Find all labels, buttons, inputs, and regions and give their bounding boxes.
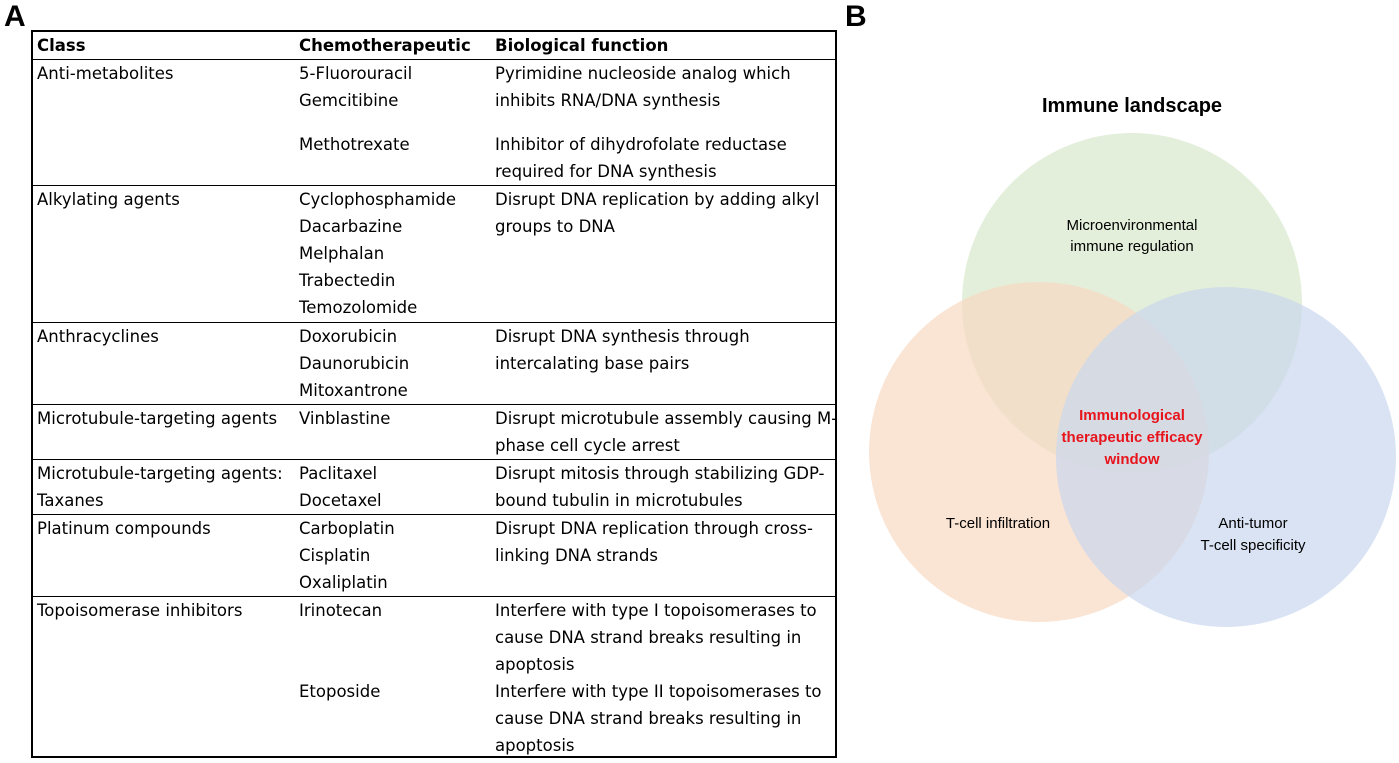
drug-cell: Paclitaxel Docetaxel	[299, 464, 382, 510]
table-row: Anti-metabolites 5-Fluorouracil Gemcitib…	[33, 60, 835, 186]
class-cell: Alkylating agents	[37, 190, 180, 209]
table-row: Alkylating agents Cyclophosphamide Dacar…	[33, 186, 835, 323]
class-cell: Topoisomerase inhibitors	[37, 601, 243, 620]
label-center-line3: window	[1104, 451, 1160, 468]
table-row: Topoisomerase inhibitors Irinotecan Etop…	[33, 597, 835, 758]
class-cell: Microtubule-targeting agents: Taxanes	[37, 464, 283, 510]
function-cell: Disrupt microtubule assembly causing M- …	[495, 409, 838, 455]
label-center-line2: therapeutic efficacy	[1062, 429, 1204, 446]
table-row: Microtubule-targeting agents: Taxanes Pa…	[33, 460, 835, 515]
header-chemotherapeutic: Chemotherapeutic	[299, 36, 471, 55]
function-cell: Disrupt DNA replication by adding alkyl …	[495, 190, 820, 236]
function-cell: Interfere with type I topoisomerases to …	[495, 601, 822, 755]
venn-diagram: Immune landscape Microenvironmental immu…	[869, 95, 1396, 627]
drug-cell: Cyclophosphamide Dacarbazine Melphalan T…	[299, 190, 456, 317]
header-class: Class	[37, 36, 86, 55]
table-row: Anthracyclines Doxorubicin Daunorubicin …	[33, 323, 835, 405]
drug-cell: 5-Fluorouracil Gemcitibine Methotrexate	[299, 64, 413, 154]
panel-label-b: B	[845, 0, 867, 33]
label-center-line1: Immunological	[1079, 407, 1185, 424]
header-biological-function: Biological function	[495, 36, 669, 55]
drug-cell: Irinotecan Etoposide	[299, 601, 383, 701]
label-microenvironmental-line2: immune regulation	[1070, 238, 1193, 255]
circle-anti-tumor-specificity	[1056, 287, 1396, 627]
function-cell: Pyrimidine nucleoside analog which inhib…	[495, 64, 791, 181]
immune-landscape-venn: Immune landscape Microenvironmental immu…	[860, 60, 1399, 640]
panel-label-a: A	[4, 0, 26, 33]
table-row: Platinum compounds Carboplatin Cisplatin…	[33, 515, 835, 597]
function-cell: Disrupt mitosis through stabilizing GDP-…	[495, 464, 825, 510]
drug-cell: Vinblastine	[299, 409, 391, 428]
label-microenvironmental-line1: Microenvironmental	[1067, 217, 1198, 234]
class-cell: Platinum compounds	[37, 519, 211, 538]
chemotherapeutics-table: Class Chemotherapeutic Biological functi…	[31, 30, 837, 758]
drug-cell: Doxorubicin Daunorubicin Mitoxantrone	[299, 327, 410, 400]
label-anti-tumor-line1: Anti-tumor	[1218, 515, 1287, 532]
label-center: Immunological therapeutic efficacy windo…	[1062, 407, 1204, 468]
label-anti-tumor-line2: T-cell specificity	[1200, 537, 1306, 554]
function-cell: Disrupt DNA synthesis through intercalat…	[495, 327, 750, 373]
class-cell: Anti-metabolites	[37, 64, 174, 83]
label-t-cell-infiltration: T-cell infiltration	[946, 515, 1050, 532]
table-header-row: Class Chemotherapeutic Biological functi…	[33, 32, 835, 60]
table-row: Microtubule-targeting agents Vinblastine…	[33, 405, 838, 460]
venn-title: Immune landscape	[1042, 95, 1222, 117]
function-cell: Disrupt DNA replication through cross- l…	[495, 519, 813, 565]
class-cell: Microtubule-targeting agents	[37, 409, 278, 428]
class-cell: Anthracyclines	[37, 327, 159, 346]
drug-cell: Carboplatin Cisplatin Oxaliplatin	[299, 519, 395, 592]
